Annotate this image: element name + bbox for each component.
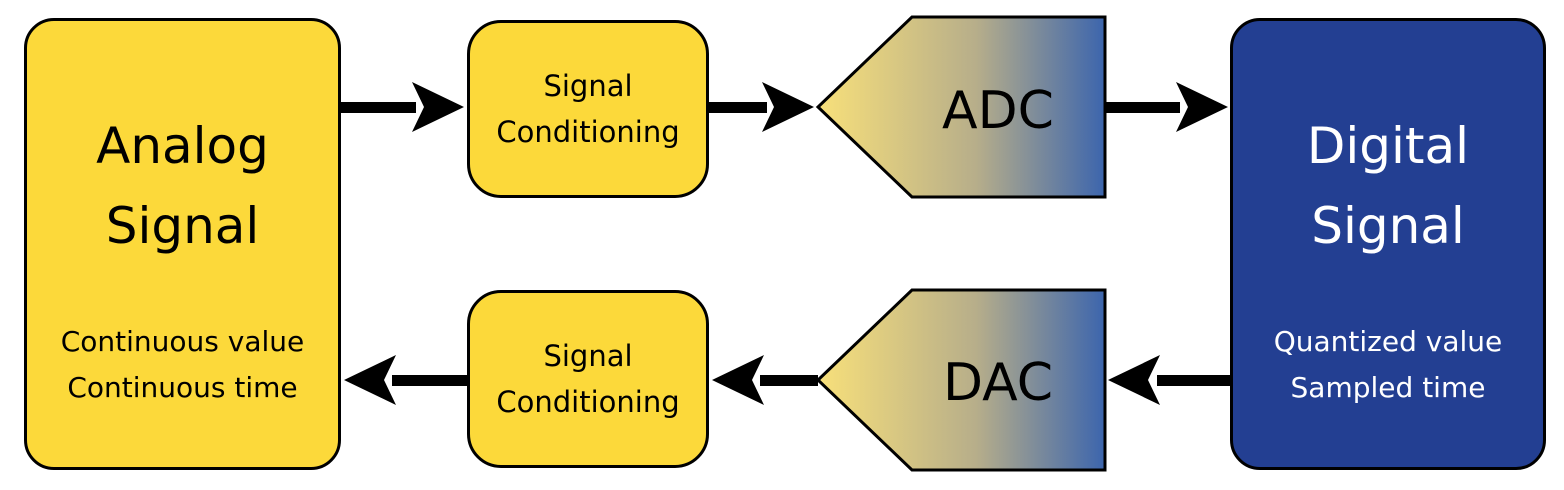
dac-label: DAC xyxy=(943,353,1053,413)
digital-desc-line2: Sampled time xyxy=(1290,371,1486,404)
arrow-dac-to-conditioning xyxy=(712,355,818,405)
signal-conditioning-bottom-line2: Conditioning xyxy=(496,385,680,419)
adc-label: ADC xyxy=(942,81,1054,141)
digital-desc-line1: Quantized value xyxy=(1273,325,1503,358)
adc-converter: ADC xyxy=(815,15,1107,199)
signal-conditioning-top-line2: Conditioning xyxy=(496,115,680,149)
signal-conditioning-bottom-line1: Signal xyxy=(543,339,633,373)
analog-title-line2: Signal xyxy=(105,197,260,255)
signal-conditioning-top-line1: Signal xyxy=(543,69,633,103)
analog-desc-line1: Continuous value xyxy=(60,325,305,358)
analog-title-line1: Analog xyxy=(96,117,269,175)
analog-signal-block: Analog Signal Continuous value Continuou… xyxy=(24,18,341,470)
arrow-conditioning-to-analog xyxy=(344,355,467,405)
digital-signal-block: Digital Signal Quantized value Sampled t… xyxy=(1230,18,1546,470)
arrow-conditioning-to-adc xyxy=(709,82,814,132)
arrow-adc-to-digital xyxy=(1105,82,1228,132)
arrow-digital-to-dac xyxy=(1108,355,1230,405)
dac-converter: DAC xyxy=(815,288,1107,472)
signal-conditioning-top-block: Signal Conditioning xyxy=(467,20,709,198)
analog-desc-line2: Continuous time xyxy=(67,371,298,404)
digital-title-line1: Digital xyxy=(1306,117,1470,175)
dac-shape xyxy=(815,288,1107,472)
signal-conditioning-bottom-block: Signal Conditioning xyxy=(467,290,709,468)
adc-shape xyxy=(815,15,1107,199)
arrow-analog-to-conditioning xyxy=(341,82,464,132)
digital-title-line2: Signal xyxy=(1311,197,1465,255)
